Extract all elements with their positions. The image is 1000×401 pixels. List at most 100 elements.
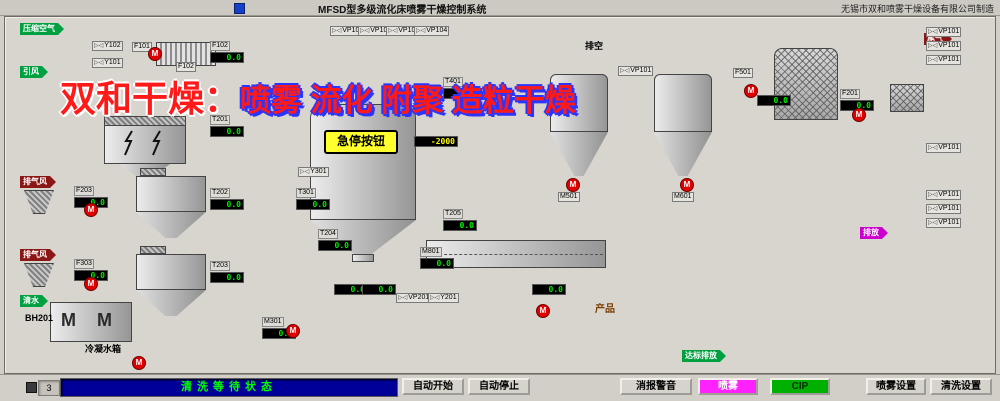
- exhaust-filter: [890, 84, 924, 112]
- valve-tag-label: VP101: [342, 27, 364, 34]
- cyclone-cap: [140, 246, 166, 254]
- valve-tag: ▷◁VP101: [926, 27, 962, 37]
- pump-icon[interactable]: M: [84, 203, 98, 217]
- valve-tag: F501: [733, 68, 753, 78]
- agitator-motor-icon: M: [97, 310, 112, 330]
- display-label: M801: [420, 247, 442, 257]
- valve-icon: ▷◁: [94, 43, 104, 49]
- counter-icon: [26, 382, 37, 393]
- display-value: 0.0: [210, 52, 244, 63]
- clean-settings-button[interactable]: 清洗设置: [930, 378, 992, 395]
- fluidbed-cyclone-2: [136, 254, 206, 290]
- valve-icon: ▷◁: [360, 28, 370, 34]
- valve-tag-label: VP101: [938, 191, 960, 198]
- title-bar: MFSD型多级流化床喷雾干燥控制系统 无锡市双和喷雾干燥设备有限公司制造: [0, 0, 1000, 16]
- display-value: 0.0: [210, 272, 244, 283]
- display-value: 0.0: [362, 284, 396, 295]
- valve-tag: BH201: [24, 314, 54, 323]
- display-label: F102: [210, 41, 230, 51]
- display-label: T204: [318, 229, 338, 239]
- lightning-icon: [152, 130, 161, 156]
- valve-tag-label: 产品: [595, 304, 615, 315]
- pump-icon[interactable]: M: [84, 277, 98, 291]
- valve-tag-label: VP101: [630, 67, 652, 74]
- cip-button[interactable]: CIP: [770, 378, 830, 395]
- flow-banner: 排气风: [20, 249, 56, 261]
- fluid-bed: [426, 240, 606, 268]
- valve-icon: ▷◁: [94, 60, 104, 66]
- cyclone-2: [654, 74, 712, 132]
- valve-tag: ▷◁Y102: [92, 41, 123, 51]
- display-label: F303: [74, 259, 94, 269]
- display-label: T301: [296, 188, 316, 198]
- alarm-counter: 3: [38, 380, 60, 396]
- spray-chamber-outlet: [352, 254, 374, 262]
- pump-icon[interactable]: M: [566, 178, 580, 192]
- valve-icon: ▷◁: [416, 28, 426, 34]
- display-label: T201: [210, 115, 230, 125]
- valve-tag: 冷凝水箱: [84, 345, 122, 354]
- valve-icon: ▷◁: [928, 29, 938, 35]
- valve-tag: ▷◁VP104: [414, 26, 450, 36]
- spray-settings-button[interactable]: 喷雾设置: [866, 378, 926, 395]
- valve-icon: ▷◁: [620, 68, 630, 74]
- display-label: M301: [262, 317, 284, 327]
- valve-tag-label: F501: [735, 69, 751, 76]
- value-display: 0.0: [757, 95, 791, 106]
- valve-tag: ▷◁VP101: [926, 55, 962, 65]
- display-label: T203: [210, 261, 230, 271]
- cyclone-cap: [140, 168, 166, 176]
- valve-tag-label: VP104: [426, 27, 448, 34]
- valve-tag: ▷◁VP101: [618, 66, 654, 76]
- agitator-motor-icon: M: [61, 310, 76, 330]
- valve-tag: ▷◁VP201: [396, 293, 432, 303]
- pump-icon[interactable]: M: [536, 304, 550, 318]
- display-value: 0.0: [296, 199, 330, 210]
- valve-tag-label: VP101: [938, 144, 960, 151]
- valve-icon: ▷◁: [332, 28, 342, 34]
- auto-stop-button[interactable]: 自动停止: [468, 378, 530, 395]
- display-label: T205: [443, 209, 463, 219]
- display-label: F201: [840, 89, 860, 99]
- pump-icon[interactable]: M: [286, 324, 300, 338]
- valve-icon: ▷◁: [928, 43, 938, 49]
- valve-tag: ▷◁VP101: [926, 218, 962, 228]
- fluidbed-cyclone-1: [136, 176, 206, 212]
- display-value: 0.0: [318, 240, 352, 251]
- flow-banner: 排放: [860, 227, 888, 239]
- pump-icon[interactable]: M: [680, 178, 694, 192]
- valve-tag: ▷◁VP101: [926, 204, 962, 214]
- emergency-stop-button[interactable]: 急停按钮: [324, 130, 398, 154]
- pump-icon[interactable]: M: [744, 84, 758, 98]
- display-value: 0.0: [532, 284, 566, 295]
- valve-icon: ▷◁: [430, 295, 440, 301]
- valve-tag-label: Y201: [440, 294, 457, 301]
- valve-tag-label: VP101: [938, 205, 960, 212]
- display-label: T202: [210, 188, 230, 198]
- valve-tag-label: Y301: [310, 168, 327, 175]
- flow-banner: 压缩空气: [20, 23, 64, 35]
- valve-tag-label: VP201: [408, 294, 430, 301]
- valve-tag: M601: [672, 192, 694, 202]
- valve-tag: F102: [176, 62, 196, 72]
- mute-alarm-button[interactable]: 消报警音: [620, 378, 692, 395]
- flow-banner: 清水: [20, 295, 48, 307]
- valve-icon: ▷◁: [928, 192, 938, 198]
- valve-tag: M501: [558, 192, 580, 202]
- auto-start-button[interactable]: 自动开始: [402, 378, 464, 395]
- valve-tag: ▷◁Y201: [428, 293, 459, 303]
- spray-button[interactable]: 喷雾: [698, 378, 758, 395]
- valve-tag-label: VP101: [938, 28, 960, 35]
- display-value: 0.0: [757, 95, 791, 106]
- valve-tag-label: VP103: [398, 27, 420, 34]
- status-bar: 清洗等待状态: [60, 378, 398, 397]
- valve-tag: ▷◁Y301: [298, 167, 329, 177]
- pump-icon[interactable]: M: [852, 108, 866, 122]
- pump-icon[interactable]: M: [132, 356, 146, 370]
- pump-icon[interactable]: M: [148, 47, 162, 61]
